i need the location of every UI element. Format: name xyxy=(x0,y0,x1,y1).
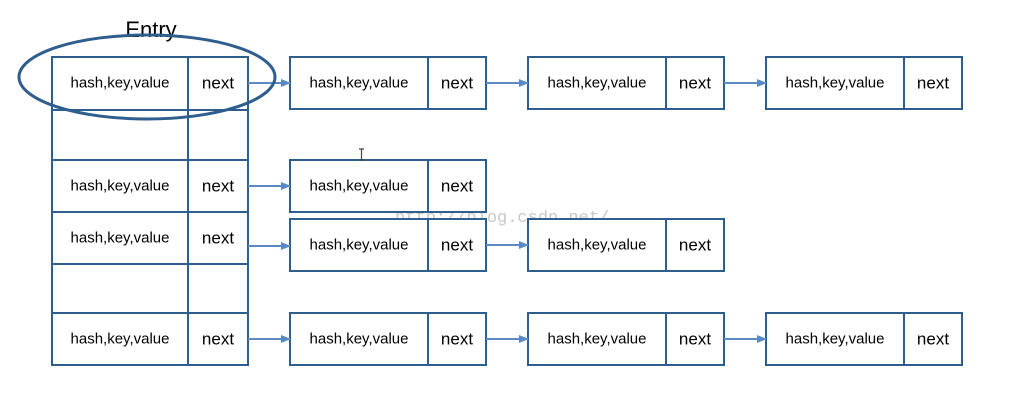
chain-node-data-label: hash,key,value xyxy=(548,331,647,348)
chain-node-box xyxy=(289,159,487,213)
chain-node: hash,key,value next xyxy=(765,312,963,366)
chain-node-next-label: next xyxy=(441,330,473,349)
entry-title: Entry xyxy=(125,17,176,42)
chain-node: hash,key,value next xyxy=(289,218,487,272)
bucket-data-label: hash,key,value xyxy=(71,331,170,348)
chain-node-data-label: hash,key,value xyxy=(310,237,409,254)
chain-node-data-label: hash,key,value xyxy=(548,237,647,254)
bucket-next-label: next xyxy=(202,330,234,349)
chain-node: hash,key,value next xyxy=(289,159,487,213)
chain-node-box xyxy=(765,56,963,110)
chain-node: hash,key,value next xyxy=(527,56,725,110)
chain-node-next-label: next xyxy=(679,236,711,255)
entry-highlight-ellipse xyxy=(17,33,277,121)
text-cursor-icon xyxy=(359,148,364,161)
bucket-data-label: hash,key,value xyxy=(71,178,170,195)
chain-node-data-label: hash,key,value xyxy=(786,331,885,348)
chain-node-next-label: next xyxy=(917,330,949,349)
chain-node: hash,key,value next xyxy=(527,218,725,272)
chain-node: hash,key,value next xyxy=(527,312,725,366)
chain-node: hash,key,value next xyxy=(765,56,963,110)
chain-node-next-label: next xyxy=(917,74,949,93)
chain-node: hash,key,value next xyxy=(289,56,487,110)
bucket-data-label: hash,key,value xyxy=(71,75,170,92)
chain-node-data-label: hash,key,value xyxy=(310,178,409,195)
bucket-next-label: next xyxy=(202,229,234,248)
chain-node-next-label: next xyxy=(679,74,711,93)
chain-node-box xyxy=(527,56,725,110)
chain-node: hash,key,value next xyxy=(289,312,487,366)
chain-node-box xyxy=(527,218,725,272)
chain-node-next-label: next xyxy=(441,74,473,93)
bucket-next-label: next xyxy=(202,74,234,93)
chain-node-next-label: next xyxy=(679,330,711,349)
chain-node-data-label: hash,key,value xyxy=(310,75,409,92)
bucket-data-label: hash,key,value xyxy=(71,230,170,247)
chain-node-next-label: next xyxy=(441,236,473,255)
chain-node-next-label: next xyxy=(441,177,473,196)
chain-node-data-label: hash,key,value xyxy=(310,331,409,348)
bucket-next-label: next xyxy=(202,177,234,196)
chain-node-box xyxy=(765,312,963,366)
chain-node-data-label: hash,key,value xyxy=(548,75,647,92)
chain-node-data-label: hash,key,value xyxy=(786,75,885,92)
